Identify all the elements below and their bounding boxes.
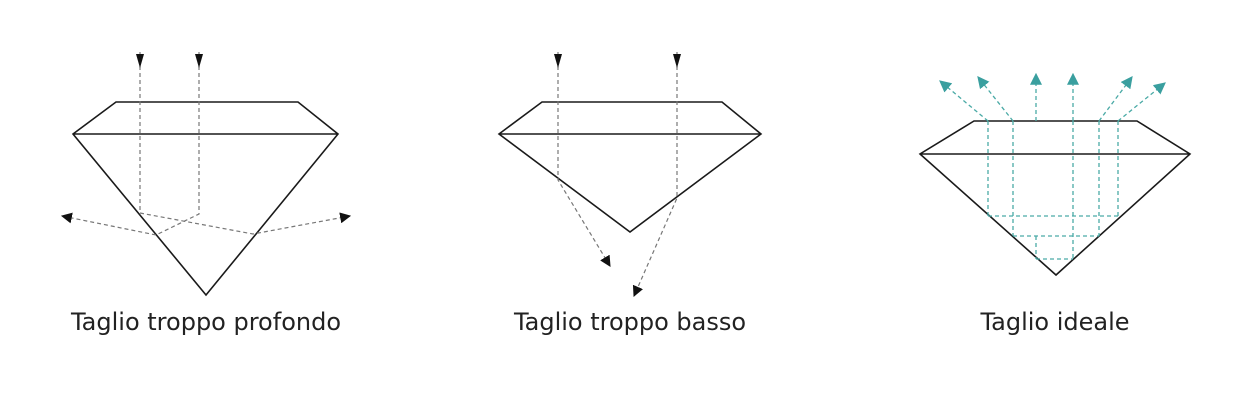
deep-cut-entry-arrow-right bbox=[195, 54, 203, 68]
shallow-cut-diagram bbox=[497, 52, 763, 298]
caption-ideal-cut: Taglio ideale bbox=[980, 308, 1130, 336]
deep-cut-entry-arrow-left bbox=[136, 54, 144, 68]
shallow-cut-diamond-outline bbox=[497, 101, 763, 233]
ideal-cut-internal-rays bbox=[987, 121, 1119, 260]
ideal-cut-exit-ray-6 bbox=[1117, 82, 1166, 122]
deep-cut-diamond-outline bbox=[71, 101, 340, 297]
shallow-cut-entry-arrow-left bbox=[554, 54, 562, 68]
ideal-cut-exit-ray-2 bbox=[977, 76, 1014, 122]
ideal-cut-exit-ray-1 bbox=[939, 80, 989, 122]
ideal-cut-diamond-outline bbox=[918, 120, 1192, 277]
deep-cut-ray-right bbox=[60, 52, 200, 236]
deep-cut-entry-arrows bbox=[136, 54, 203, 68]
shallow-cut-entry-arrows bbox=[554, 54, 681, 68]
deep-cut-ray-left bbox=[139, 52, 352, 235]
shallow-cut-light-rays bbox=[557, 52, 678, 298]
ideal-cut-exit-ray-5 bbox=[1098, 76, 1133, 122]
shallow-cut-ray-right bbox=[632, 52, 678, 298]
deep-cut-light-rays bbox=[60, 52, 352, 236]
shallow-cut-entry-arrow-right bbox=[673, 54, 681, 68]
ideal-cut-diagram bbox=[918, 72, 1192, 277]
caption-shallow-cut: Taglio troppo basso bbox=[513, 308, 747, 336]
caption-deep-cut: Taglio troppo profondo bbox=[70, 308, 342, 336]
ideal-cut-exit-rays bbox=[939, 72, 1166, 122]
deep-cut-diagram bbox=[60, 52, 352, 297]
shallow-cut-ray-left bbox=[557, 52, 611, 267]
